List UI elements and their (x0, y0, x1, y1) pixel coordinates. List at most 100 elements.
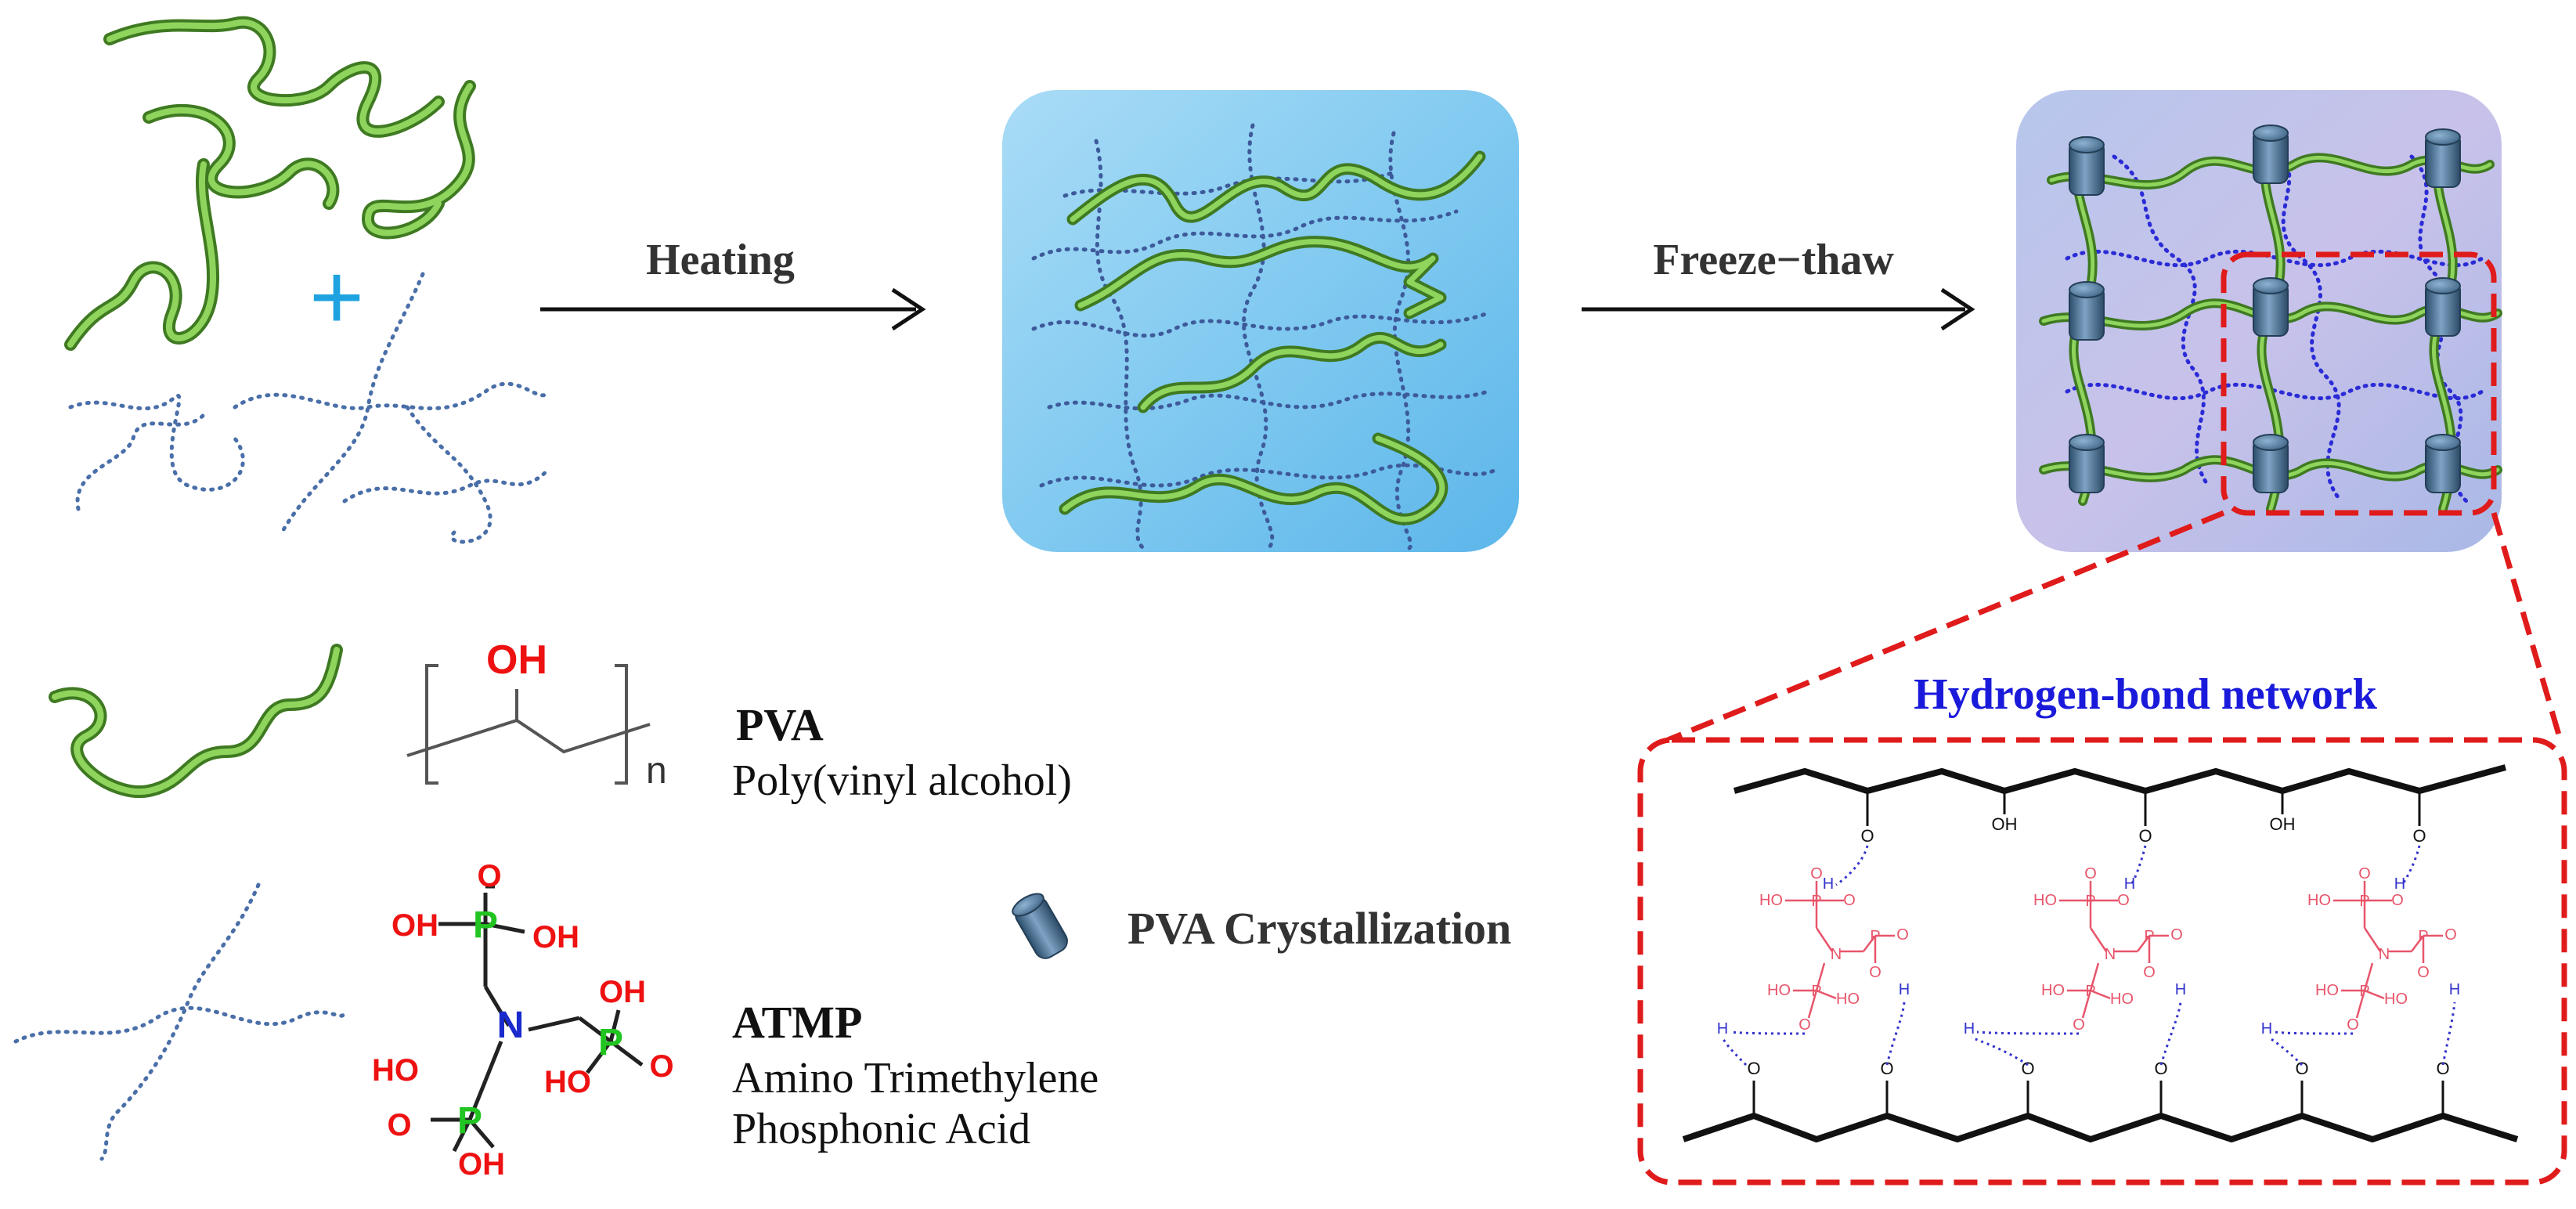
m3-h-2: H (2261, 1020, 2272, 1038)
atmp-n-atom: N (497, 1005, 525, 1046)
m2-p-1: P (2085, 893, 2095, 910)
atmp-oh-3: OH (599, 975, 646, 1009)
heating-label: Heating (646, 236, 795, 284)
freeze-thaw-label: Freeze−thaw (1653, 236, 1894, 284)
bottom-o-1: O (1747, 1059, 1760, 1078)
m1-o-1: O (1810, 865, 1823, 882)
m1-o-3: O (1799, 1016, 1811, 1034)
hbond-zoom-panel: O O O OH OH O O O O O O (1637, 737, 2567, 1186)
bottom-o-3: O (2021, 1059, 2034, 1078)
bottom-o-5: O (2295, 1059, 2308, 1078)
plus-icon: + (309, 244, 364, 349)
m2-p-3: P (2085, 983, 2095, 1000)
atmp-o-1: O (477, 859, 501, 893)
atmp-ho-2: HO (372, 1053, 419, 1088)
atmp-molecule-3: HO P O O N P P HO HO O O O H H H (2261, 845, 2460, 1066)
freeze-thaw-arrow (1582, 287, 1975, 331)
m2-h-2: H (1964, 1020, 1975, 1038)
atmp-ho-1: HO (544, 1065, 591, 1099)
m1-h-2: H (1717, 1020, 1728, 1038)
m1-ho-2: HO (1767, 982, 1791, 999)
m2-o-1: O (2084, 865, 2097, 882)
m1-p-3: P (1811, 983, 1821, 1000)
atmp-chain-icon (13, 882, 347, 1161)
atmp-molecule-1: HO P O O N P P HO HO O O O H H H (1717, 845, 1910, 1066)
atmp-p-atom-1: P (473, 904, 498, 946)
m1-ho-3: HO (1836, 991, 1860, 1008)
m3-ho-3: HO (2384, 991, 2408, 1008)
m2-o-4: O (2170, 926, 2183, 944)
atmp-o-3: O (387, 1108, 411, 1142)
m1-o-4: O (1896, 926, 1909, 944)
top-o-3: O (2412, 826, 2426, 846)
heating-arrow (540, 287, 926, 331)
m1-o-2: O (1843, 892, 1856, 909)
m3-p-1: P (2359, 893, 2369, 910)
m1-p-1: P (1811, 893, 1821, 910)
top-oh-1: OH (1992, 814, 2018, 834)
m3-h-3: H (2449, 981, 2460, 998)
zoom-connector-lines (1666, 510, 2563, 743)
m2-o-5: O (2143, 964, 2156, 981)
pva-n-label: n (646, 750, 667, 792)
m2-h-3: H (2175, 981, 2186, 998)
atmp-oh-2: OH (532, 920, 579, 955)
top-o-1: O (1860, 826, 1874, 846)
bottom-o-2: O (1880, 1059, 1893, 1078)
atmp-structure: N P P P O OH OH OH O HO HO O OH (372, 859, 674, 1182)
m2-n: N (2105, 946, 2116, 963)
pva-structure: OH n (406, 637, 667, 792)
m2-ho-3: HO (2110, 991, 2134, 1008)
atmp-oh-4: OH (458, 1147, 505, 1182)
m1-ho-1: HO (1759, 892, 1783, 909)
hbond-title: Hydrogen-bond network (1914, 670, 2378, 719)
atmp-full-name-line2: Phosphonic Acid (732, 1105, 1030, 1153)
atmp-p-atom-3: P (457, 1100, 482, 1142)
crystal-label: PVA Crystallization (1127, 903, 1511, 954)
m1-p-2: P (1870, 928, 1880, 945)
m3-ho-2: HO (2315, 982, 2339, 999)
m3-o-1: O (2358, 865, 2371, 882)
atmp-oh-1: OH (391, 908, 438, 943)
network-gel-box (2016, 90, 2502, 552)
m2-o-3: O (2073, 1016, 2085, 1034)
atmp-o-2: O (649, 1049, 673, 1084)
m3-ho-1: HO (2307, 892, 2331, 909)
m3-n: N (2379, 946, 2390, 963)
bottom-o-4: O (2154, 1059, 2167, 1078)
m2-p-2: P (2144, 928, 2154, 945)
pva-full-name: Poly(vinyl alcohol) (732, 756, 1072, 805)
m2-h-1: H (2124, 875, 2135, 893)
atmp-p-atom-2: P (598, 1022, 623, 1063)
mixed-solution-box (1002, 90, 1519, 552)
m3-o-2: O (2391, 892, 2404, 909)
m1-h-1: H (1823, 875, 1834, 893)
m3-p-2: P (2418, 928, 2428, 945)
m2-ho-2: HO (2041, 982, 2065, 999)
bottom-o-6: O (2436, 1059, 2449, 1078)
m3-h-1: H (2394, 875, 2405, 893)
m3-o-5: O (2417, 964, 2430, 981)
pva-chains-raw (64, 16, 476, 351)
m3-p-3: P (2359, 983, 2369, 1000)
m1-o-5: O (1869, 964, 1881, 981)
zoom-selection-box (2221, 251, 2497, 516)
top-o-2: O (2138, 826, 2152, 846)
m1-n: N (1831, 946, 1842, 963)
m1-h-3: H (1899, 981, 1910, 998)
atmp-name: ATMP (732, 997, 862, 1048)
atmp-molecule-2: HO P O O N P P HO HO O O O H H H (1964, 845, 2186, 1066)
pva-name: PVA (736, 699, 824, 750)
pva-oh-label: OH (486, 637, 547, 683)
pva-chain-icon (49, 644, 343, 799)
crystal-icon (1012, 893, 1068, 959)
atmp-chains-raw (68, 272, 550, 544)
m3-o-4: O (2444, 926, 2457, 944)
atmp-full-name-line1: Amino Trimethylene (732, 1054, 1099, 1103)
top-oh-2: OH (2270, 814, 2296, 834)
m3-o-3: O (2347, 1016, 2359, 1034)
svg-text:+: + (309, 244, 364, 349)
m2-o-2: O (2117, 892, 2130, 909)
m2-ho-1: HO (2033, 892, 2057, 909)
